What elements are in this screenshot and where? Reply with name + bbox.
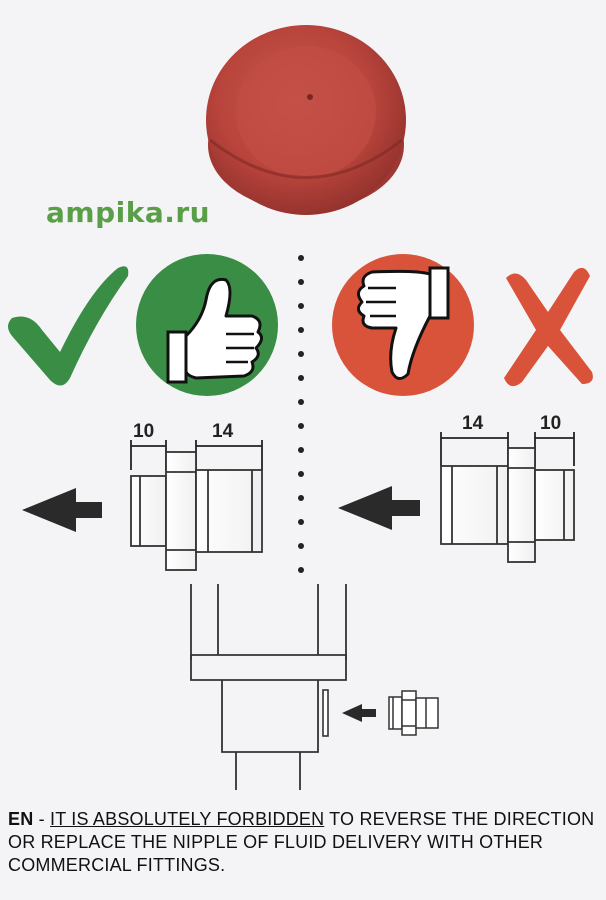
notice-separator: -: [33, 809, 51, 829]
notice-text: TO REVERSE THE DIRECTION OR REPLACE THE …: [8, 809, 595, 875]
warning-notice: EN - IT IS ABSOLUTELY FORBIDDEN TO REVER…: [8, 808, 600, 877]
center-divider: [298, 255, 304, 573]
valve-body-diagram: [190, 584, 347, 790]
check-icon: [8, 266, 129, 386]
language-code: EN: [8, 809, 34, 829]
right-fitting-diagram: [440, 432, 575, 563]
red-cap-photo: [206, 25, 406, 215]
small-fitting-diagram: [388, 690, 439, 736]
right-dim-long: 14: [462, 413, 484, 434]
washer-diagram: [322, 689, 329, 737]
notice-emphasis: IT IS ABSOLUTELY FORBIDDEN: [50, 809, 325, 829]
small-arrow-icon: [342, 704, 376, 722]
watermark: ampika.ru: [46, 196, 211, 229]
right-dim-short: 10: [540, 413, 562, 434]
left-arrow-icon: [22, 488, 102, 532]
left-dim-long: 14: [212, 421, 234, 442]
thumbs-down-icon: [332, 254, 474, 396]
cross-icon: [504, 267, 593, 387]
left-fitting-diagram: [130, 440, 263, 571]
right-side-arrow-icon: [338, 486, 420, 530]
thumbs-up-icon: [136, 254, 278, 396]
left-dim-short: 10: [133, 421, 155, 442]
